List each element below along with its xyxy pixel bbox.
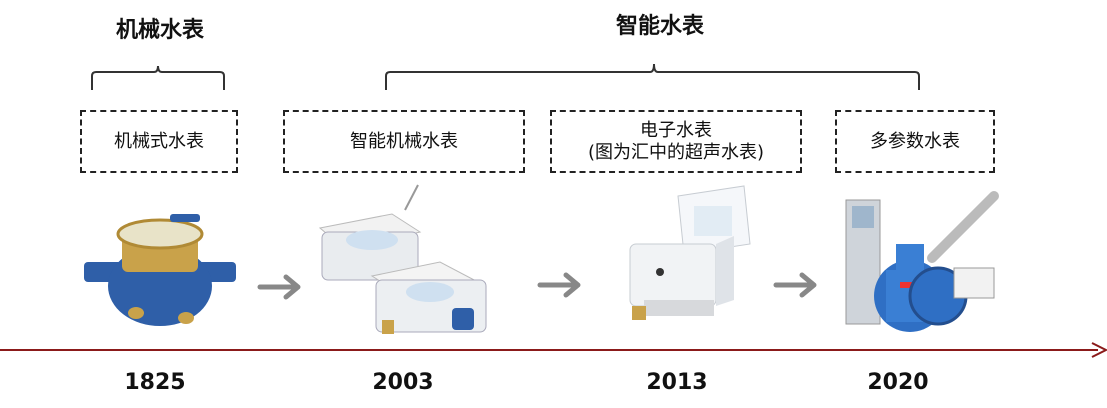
stage-label: 电子水表	[640, 119, 712, 141]
arrow-icon	[537, 272, 581, 298]
timeline-arrowhead	[1091, 342, 1107, 358]
electronic-meter-image	[629, 185, 751, 320]
group-title-mechanical: 机械水表	[115, 18, 204, 43]
stage-box-electronic: 电子水表 (图为汇中的超声水表)	[550, 110, 802, 173]
stage-label: 机械式水表	[114, 130, 204, 152]
mechanical-meter-image	[84, 214, 236, 326]
stage-box-smart-mechanical: 智能机械水表	[283, 110, 525, 173]
stage-label: 多参数水表	[870, 130, 960, 152]
brace-mechanical	[91, 65, 225, 90]
stage-label: 智能机械水表	[350, 130, 458, 152]
smart-mechanical-meter-image	[318, 184, 487, 334]
group-title-smart: 智能水表	[615, 14, 704, 39]
stage-sublabel: (图为汇中的超声水表)	[587, 141, 765, 163]
arrow-icon	[257, 274, 301, 300]
year-label: 2020	[867, 370, 929, 395]
brace-smart	[385, 63, 920, 90]
stage-box-mechanical: 机械式水表	[80, 110, 238, 173]
year-label: 1825	[124, 370, 186, 395]
year-label: 2013	[646, 370, 708, 395]
stage-box-multiparameter: 多参数水表	[835, 110, 995, 173]
year-label: 2003	[372, 370, 434, 395]
arrow-icon	[773, 272, 817, 298]
multiparameter-meter-image	[845, 191, 999, 332]
